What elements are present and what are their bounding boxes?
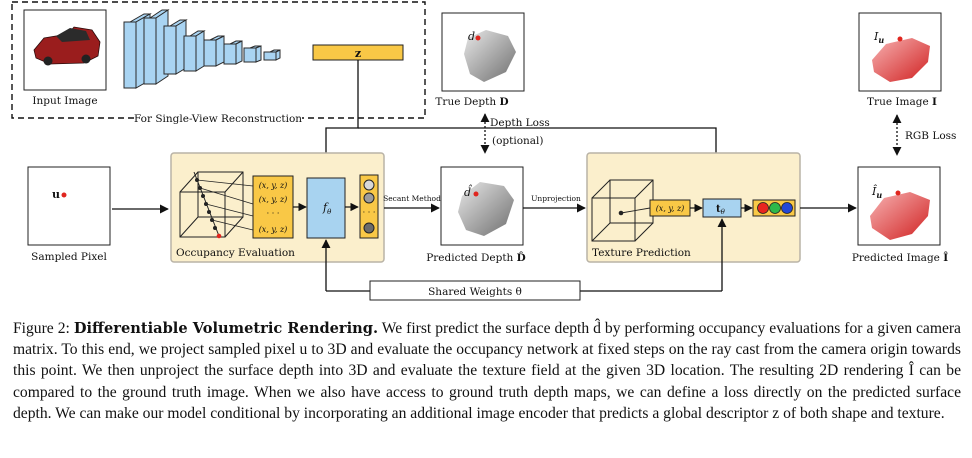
svg-text:u: u bbox=[52, 188, 60, 201]
figure-caption: Figure 2: Differentiable Volumetric Rend… bbox=[13, 318, 961, 424]
predicted-image-label: Predicted Image Î bbox=[852, 250, 948, 264]
f-theta-network bbox=[306, 177, 346, 239]
texture-prediction-panel: (x, y, z) tθ Texture Prediction bbox=[586, 152, 801, 263]
svg-text:tθ: tθ bbox=[716, 204, 726, 216]
rgb-loss: RGB Loss bbox=[892, 114, 956, 156]
svg-text:Iu: Iu bbox=[873, 30, 884, 45]
svg-text:Îu: Îu bbox=[871, 184, 882, 200]
predicted-depth-image: d̂ Predicted Depth D̂ bbox=[426, 166, 526, 264]
true-depth-label: True Depth D bbox=[435, 96, 508, 108]
caption-text: We first predict the surface depth d̂ by… bbox=[13, 320, 961, 422]
depth-loss: Depth Loss (optional) bbox=[480, 113, 550, 154]
latent-z: z bbox=[312, 44, 404, 61]
rgb-loss-label: RGB Loss bbox=[905, 130, 956, 142]
occupancy-evaluation-label: Occupancy Evaluation bbox=[176, 247, 295, 259]
shared-weights-label: Shared Weights θ bbox=[428, 286, 522, 298]
figure: For Single-View Reconstruction Input Ima… bbox=[11, 1, 956, 301]
svg-text:(x, y, z): (x, y, z) bbox=[259, 225, 288, 234]
svg-text:fθ: fθ bbox=[322, 201, 332, 216]
input-image-label: Input Image bbox=[32, 95, 97, 107]
depth-loss-optional: (optional) bbox=[492, 135, 544, 147]
svg-text:d̂: d̂ bbox=[464, 185, 473, 199]
image-encoder bbox=[123, 9, 281, 89]
svg-text:(x, y, z): (x, y, z) bbox=[259, 195, 288, 204]
z-label: z bbox=[355, 47, 361, 60]
sampled-pixel: u Sampled Pixel bbox=[27, 166, 111, 263]
unprojection-label: Unprojection bbox=[531, 194, 581, 203]
input-image: Input Image bbox=[23, 9, 107, 107]
caption-title: Differentiable Volumetric Rendering. bbox=[73, 320, 379, 337]
single-view-box: For Single-View Reconstruction bbox=[11, 1, 426, 125]
true-image: Iu True Image I bbox=[858, 12, 942, 108]
caption-prefix: Figure 2: bbox=[13, 320, 70, 337]
shared-weights: Shared Weights θ bbox=[321, 218, 727, 301]
svg-text:· · ·: · · · bbox=[363, 208, 376, 217]
sampled-pixel-label: Sampled Pixel bbox=[31, 251, 107, 263]
predicted-depth-label: Predicted Depth D̂ bbox=[426, 251, 526, 264]
svg-text:d: d bbox=[468, 30, 475, 43]
svg-text:· · ·: · · · bbox=[267, 209, 280, 218]
texture-prediction-label: Texture Prediction bbox=[592, 247, 691, 259]
predicted-image: Îu Predicted Image Î bbox=[852, 166, 948, 264]
true-image-label: True Image I bbox=[867, 96, 937, 108]
svg-text:(x, y, z): (x, y, z) bbox=[259, 181, 288, 190]
occupancy-evaluation-panel: (x, y, z) (x, y, z) · · · (x, y, z) fθ ·… bbox=[170, 152, 385, 263]
secant-method-label: Secant Method bbox=[383, 194, 441, 203]
depth-loss-label: Depth Loss bbox=[490, 117, 550, 129]
single-view-label: For Single-View Reconstruction bbox=[134, 113, 302, 125]
true-depth-image: d True Depth D bbox=[435, 12, 525, 108]
svg-text:(x, y, z): (x, y, z) bbox=[656, 204, 685, 213]
